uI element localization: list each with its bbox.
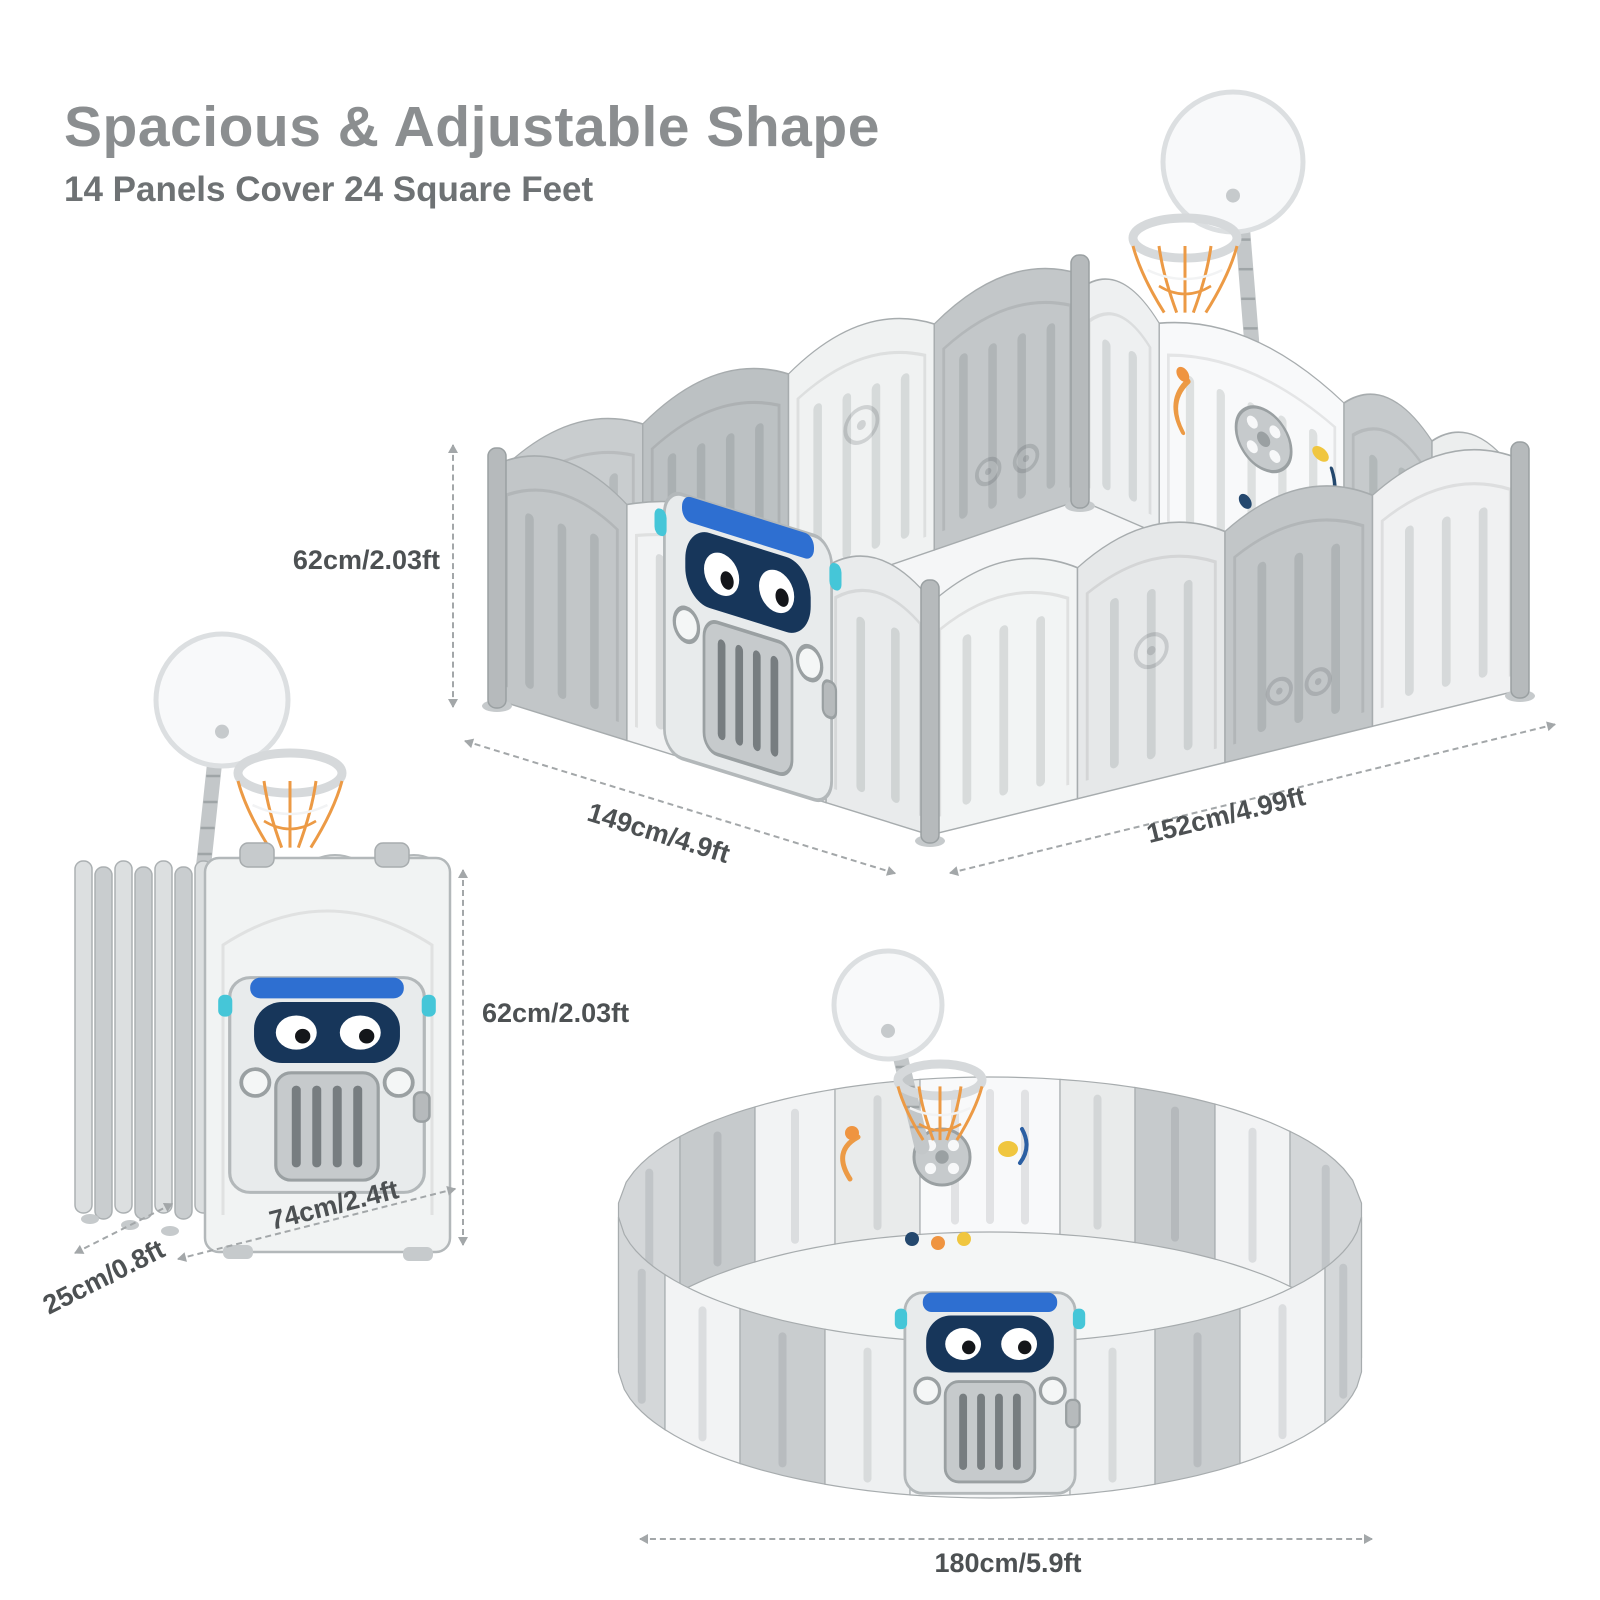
dimension-line-folded-height — [458, 869, 468, 1246]
dimension-label-playpen-height: 62cm/2.03ft — [292, 545, 440, 575]
rectangular-playpen-illustration — [482, 89, 1535, 847]
dimension-line-round-diameter — [639, 1534, 1373, 1544]
folded-playpen-illustration — [74, 631, 452, 1261]
basketball-hoop-icon — [1128, 89, 1306, 366]
dimension-label-folded-height: 62cm/2.03ft — [482, 998, 630, 1028]
car-gate-icon — [218, 976, 436, 1194]
basketball-hoop-icon — [831, 948, 987, 1155]
car-gate-icon — [894, 1291, 1086, 1495]
playpen-wall — [929, 448, 1521, 836]
page-title: Spacious & Adjustable Shape — [64, 95, 880, 159]
activity-panel-icon — [1173, 366, 1337, 528]
dimension-label-round-diameter: 180cm/5.9ft — [934, 1548, 1082, 1578]
car-gate-icon — [654, 491, 842, 803]
page-subtitle: 14 Panels Cover 24 Square Feet — [64, 170, 594, 209]
dimension-line-playpen-height — [448, 444, 458, 708]
basketball-hoop-icon — [153, 631, 347, 888]
round-playpen-illustration — [617, 948, 1363, 1499]
